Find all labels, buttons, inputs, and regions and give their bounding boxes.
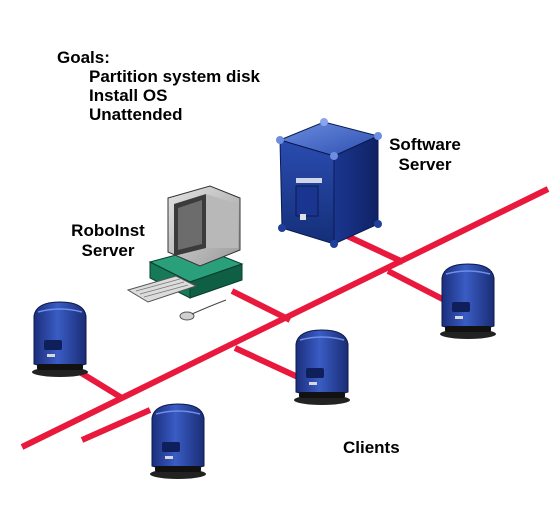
goal-item: Install OS — [89, 86, 168, 105]
client-tower-icon — [31, 301, 89, 378]
software-server-icon — [276, 118, 382, 248]
goals-list: Partition system disk Install OS Unatten… — [89, 67, 260, 124]
roboinst-server-label-line2: Server — [81, 241, 135, 260]
roboinst-server-label-line1: RoboInst — [71, 221, 145, 240]
client-tower-icon — [439, 263, 497, 340]
client-tower-icon — [293, 329, 351, 406]
roboinst-server-label: RoboInst Server — [68, 221, 148, 261]
software-server-label-line2: Server — [398, 155, 452, 174]
software-server-label: Software Server — [384, 135, 466, 175]
goal-item: Unattended — [89, 105, 183, 124]
cable-client-center — [233, 345, 302, 381]
workstation-icon — [126, 185, 244, 321]
goals-title: Goals: — [57, 48, 110, 67]
client-tower-icon — [149, 403, 207, 480]
cable-client-bottom — [80, 407, 152, 443]
software-server-label-line1: Software — [389, 135, 461, 154]
clients-label: Clients — [343, 438, 400, 457]
goal-item: Partition system disk — [89, 67, 261, 86]
cable-roboinst-server — [230, 288, 292, 323]
